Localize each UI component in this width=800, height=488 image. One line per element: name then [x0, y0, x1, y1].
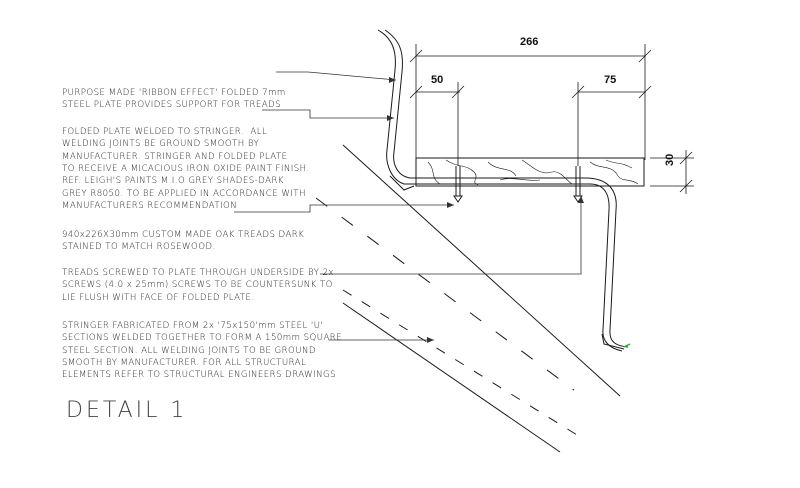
dimension-left-offset: [409, 82, 465, 166]
folded-plate-right-outer: [584, 177, 629, 348]
weld-right: [601, 333, 625, 350]
oak-tread: [415, 157, 645, 187]
folded-plate-inner: [384, 29, 585, 179]
leader-lines: [234, 71, 582, 341]
dimension-right-offset: [571, 82, 652, 166]
dim-right-offset-label: 75: [604, 74, 617, 86]
folded-plate-outer: [377, 29, 590, 185]
weld-left: [389, 175, 415, 191]
wood-grain: [427, 159, 639, 186]
folded-plate-right-inner: [589, 183, 623, 352]
dimension-overall: [409, 44, 652, 160]
dim-left-offset-label: 50: [431, 74, 444, 86]
dim-thickness-label: 30: [664, 153, 676, 166]
screw-left: [453, 166, 463, 203]
note-treads: 940x226X30mm CUSTOM MADE OAK TREADS DARK…: [62, 229, 305, 253]
note-stringer: STRINGER FABRICATED FROM 2x '75x150'mm S…: [62, 320, 343, 381]
note-screws: TREADS SCREWED TO PLATE THROUGH UNDERSID…: [62, 267, 334, 303]
dimension-thickness: [650, 150, 694, 194]
stringer-hidden-line: [315, 197, 575, 391]
stringer-hidden-line: [342, 289, 583, 439]
stringer-bottom-edge: [342, 302, 561, 453]
dim-overall-label: 266: [520, 36, 539, 48]
detail-title: DETAIL 1: [66, 398, 188, 423]
stringer-top-edge: [342, 144, 621, 397]
green-mark: [623, 343, 631, 348]
leader-arrowheads: [387, 77, 584, 343]
